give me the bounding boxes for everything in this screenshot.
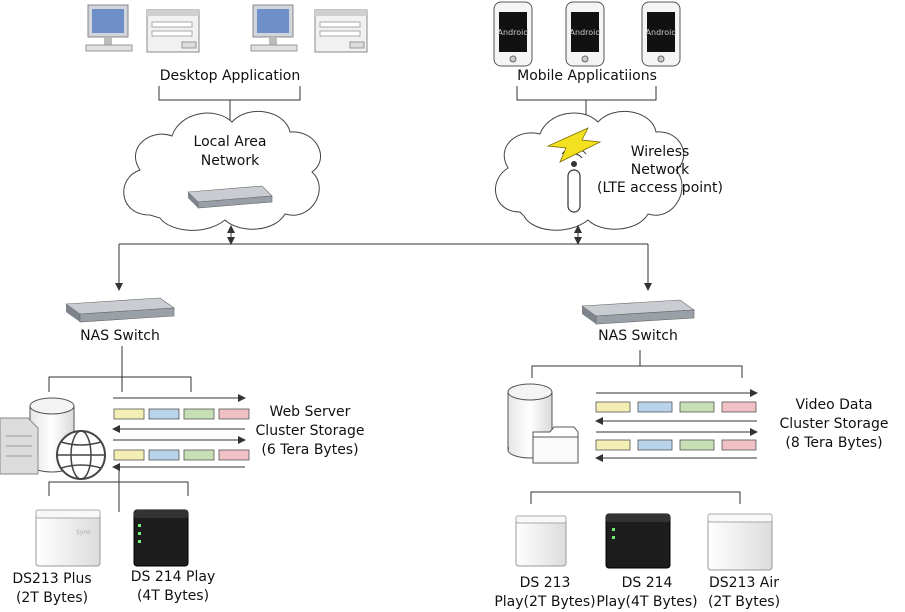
web-cluster-label-line1: Web Server	[269, 404, 351, 420]
ds214play-right-label-line1: DS 214	[621, 575, 673, 591]
network-backbone	[115, 225, 652, 291]
ds213plus-label-line1: DS213 Plus	[12, 571, 92, 587]
ds214play-label-line1: DS 214 Play	[130, 569, 216, 585]
left-row1-packet-4	[218, 408, 250, 420]
lan-switch-icon	[187, 185, 273, 209]
wireless-label-line3: (LTE access point)	[597, 180, 723, 196]
wireless-label-line1: Wireless	[630, 144, 690, 160]
web-cluster-label-line3: (6 Tera Bytes)	[261, 442, 359, 458]
mobile-applications-label: Mobile Applicatiions	[517, 68, 657, 84]
smartphone-icon-1: Android	[493, 1, 533, 67]
form-window-icon-1	[146, 9, 200, 53]
right-data-flows	[595, 389, 758, 462]
left-row2-packet-4	[218, 449, 250, 461]
web-cluster-label-line2: Cluster Storage	[255, 423, 365, 439]
ds213plus-label-line2: (2T Bytes)	[15, 590, 89, 606]
smartphone-icon-3: Android	[641, 1, 681, 67]
nas-ds213plus-icon: Syno	[35, 509, 101, 567]
folder-icon	[532, 426, 579, 464]
document-icon	[0, 417, 39, 475]
wireless-cloud	[495, 110, 685, 231]
wireless-label-line2: Network	[630, 162, 690, 178]
nas-ds214play-icon	[133, 509, 189, 567]
right-row2-packet-3	[679, 439, 715, 451]
video-cluster-label-line1: Video Data	[795, 397, 873, 413]
right-switch-bracket	[531, 350, 743, 378]
ds214play-label-line2: (4T Bytes)	[136, 588, 210, 604]
video-cluster-label-line3: (8 Tera Bytes)	[785, 435, 883, 451]
right-row2-packet-2	[637, 439, 673, 451]
ds213air-label-line1: DS213 Air	[708, 575, 780, 591]
nas-switch-right-label: NAS Switch	[598, 328, 678, 344]
ds213play-label-line2: Play(2T Bytes)	[494, 594, 596, 610]
desktop-pc-icon-1	[85, 4, 133, 52]
globe-icon	[56, 430, 106, 480]
android-label-1: Android	[498, 28, 529, 37]
left-nas-bracket	[48, 466, 189, 512]
ds214play-right-label-line2: Play(4T Bytes)	[596, 594, 698, 610]
right-row1-packet-1	[595, 401, 631, 413]
svg-text:Syno: Syno	[76, 529, 91, 536]
nas-ds214play-right-icon	[605, 513, 671, 569]
desktop-application-label: Desktop Application	[159, 68, 301, 84]
right-row1-packet-2	[637, 401, 673, 413]
left-row2-packet-1	[113, 449, 145, 461]
lan-label-line1: Local Area	[193, 134, 267, 150]
right-row2-packet-1	[595, 439, 631, 451]
left-row1-packet-3	[183, 408, 215, 420]
left-row1-packet-2	[148, 408, 180, 420]
left-row2-packet-2	[148, 449, 180, 461]
android-label-3: Android	[646, 28, 677, 37]
ds213play-label-line1: DS 213	[519, 575, 571, 591]
right-row2-packet-4	[721, 439, 757, 451]
lan-label-line2: Network	[200, 153, 260, 169]
android-label-2: Android	[570, 28, 601, 37]
nas-switch-left-icon	[65, 297, 175, 323]
ds213air-label-line2: (2T Bytes)	[707, 594, 781, 610]
left-row2-packet-3	[183, 449, 215, 461]
desktop-bracket	[158, 86, 301, 120]
desktop-pc-icon-2	[250, 4, 298, 52]
right-row1-packet-3	[679, 401, 715, 413]
lightning-bolt-icon	[546, 127, 602, 163]
right-nas-bracket	[530, 491, 741, 504]
smartphone-icon-2: Android	[565, 1, 605, 67]
nas-ds213air-icon	[707, 513, 773, 571]
left-switch-bracket	[48, 346, 192, 392]
nas-switch-left-label: NAS Switch	[80, 328, 160, 344]
video-cluster-label-line2: Cluster Storage	[779, 416, 889, 432]
nas-switch-right-icon	[581, 299, 695, 325]
left-data-flows	[112, 394, 250, 471]
lan-cloud	[123, 110, 321, 231]
right-row1-packet-4	[721, 401, 757, 413]
nas-ds213play-icon	[515, 515, 567, 567]
left-row1-packet-1	[113, 408, 145, 420]
form-window-icon-2	[314, 9, 368, 53]
